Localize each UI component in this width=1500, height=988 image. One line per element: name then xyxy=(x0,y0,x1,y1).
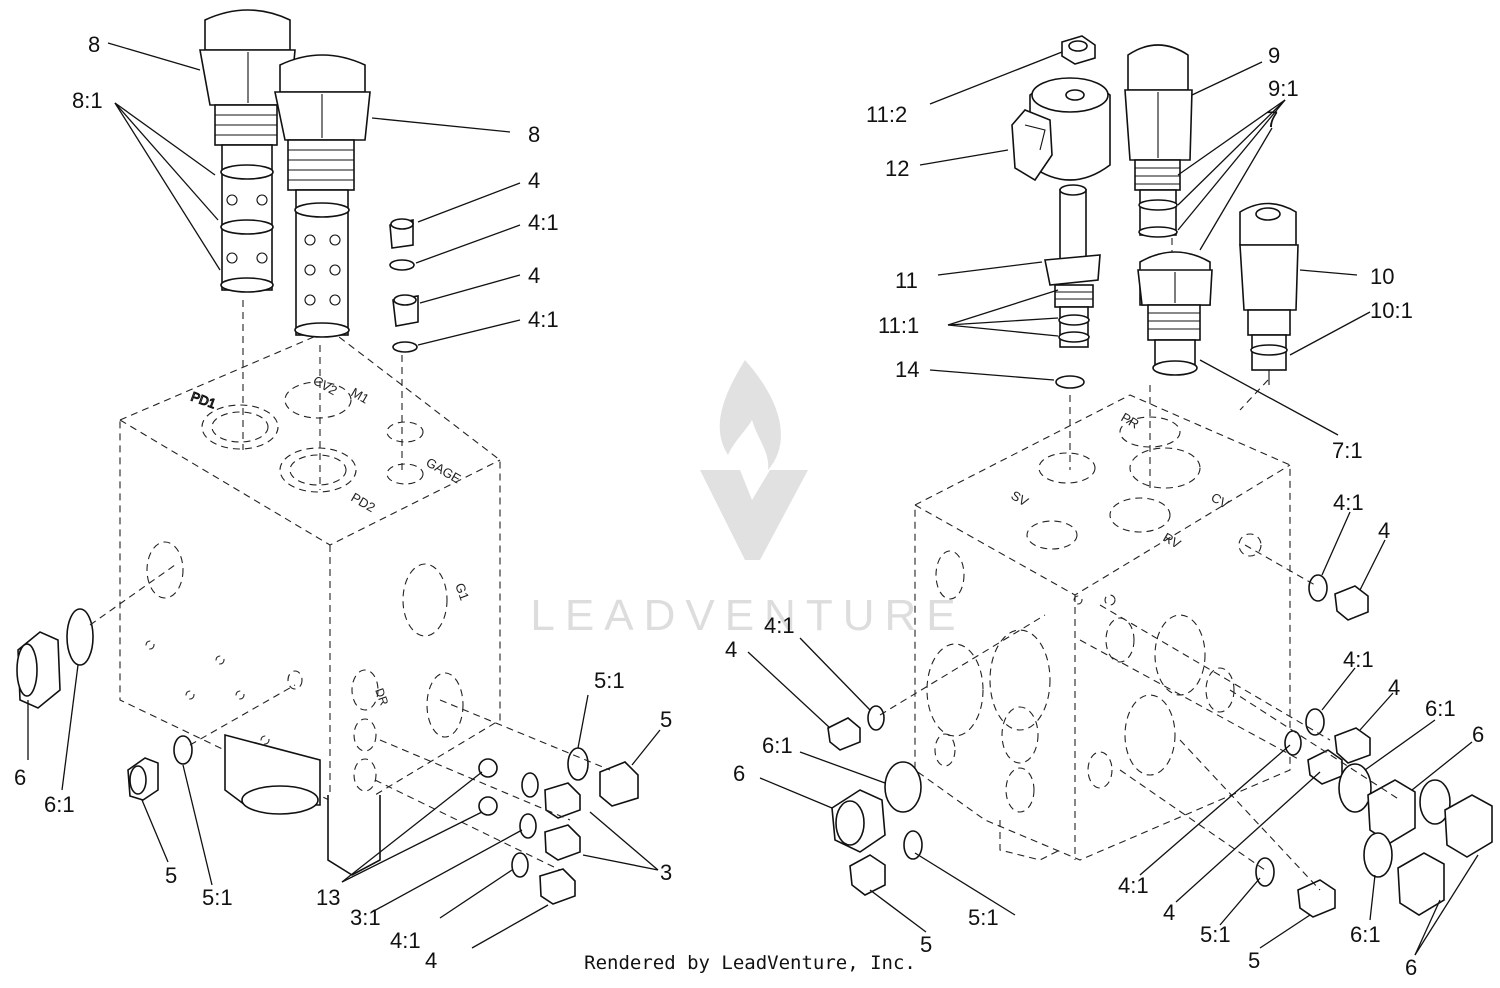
callout-4-r-d: 4 xyxy=(1163,900,1175,925)
callout-8-b: 8 xyxy=(528,122,540,147)
right-callout-labels: 11:2 12 11 11:1 14 9 9:1 7 10 10:1 7:1 4… xyxy=(725,43,1484,980)
callout-5-r-a: 5 xyxy=(920,932,932,957)
callout-5-1-r-b: 5:1 xyxy=(1200,922,1231,947)
port-mark-gage: GAGE xyxy=(424,455,464,487)
port-mark-m1: M1 xyxy=(349,385,372,407)
callout-12: 12 xyxy=(885,156,909,181)
callout-4-r-c: 4 xyxy=(1388,675,1400,700)
callout-4-b: 4 xyxy=(528,263,540,288)
left-callout-labels: 8 8:1 8 4 4:1 4 4:1 6 6:1 5 5:1 5:1 5 13… xyxy=(14,32,672,973)
callout-14: 14 xyxy=(895,357,919,382)
callout-5-r-b: 5 xyxy=(1248,948,1260,973)
plug-6-left xyxy=(16,564,176,709)
callout-5-b: 5 xyxy=(660,707,672,732)
callout-4-1-r-a: 4:1 xyxy=(1333,490,1364,515)
callout-4-r-a: 4 xyxy=(1378,518,1390,543)
plug-group-lower-right-left xyxy=(374,699,639,905)
footer-credit: Rendered by LeadVenture, Inc. xyxy=(0,952,1500,974)
callout-6-1: 6:1 xyxy=(44,792,75,817)
callout-5-1-r-a: 5:1 xyxy=(968,905,999,930)
callout-10: 10 xyxy=(1370,264,1394,289)
port-mark-pd1: PD1 xyxy=(189,389,218,412)
right-leader-lines xyxy=(747,51,1479,956)
port-mark-pr: PR xyxy=(1119,410,1142,432)
footer-text: Rendered by LeadVenture, Inc. xyxy=(584,952,916,974)
callout-8-1: 8:1 xyxy=(72,88,103,113)
callout-9-1: 9:1 xyxy=(1268,76,1299,101)
callout-3-1: 3:1 xyxy=(350,905,381,930)
callout-8-a: 8 xyxy=(88,32,100,57)
cartridge-valve-7 xyxy=(1137,251,1213,376)
left-leader-lines xyxy=(27,42,661,949)
solenoid-coil-12 xyxy=(1011,35,1111,182)
callout-4-1-r-c: 4:1 xyxy=(1343,647,1374,672)
cartridge-valve-10 xyxy=(1239,202,1299,385)
port-mark-dr: DR xyxy=(372,686,391,707)
right-side-plugs xyxy=(827,544,1493,918)
plug-5-bottom-left xyxy=(127,684,296,801)
callout-4-1-c: 4:1 xyxy=(390,928,421,953)
port-mark-cv2: CV2 xyxy=(311,373,340,399)
left-valve-manifold: PD1 CV2 M1 PD2 GAGE G1 DR xyxy=(119,300,501,876)
callout-4-1-r-d: 4:1 xyxy=(1118,873,1149,898)
port-mark-pd2: PD2 xyxy=(349,490,378,516)
port-mark-rv: RV xyxy=(1161,530,1184,552)
callout-4-a: 4 xyxy=(528,168,540,193)
callout-7: 7 xyxy=(1266,107,1278,132)
cartridge-valve-9 xyxy=(1124,44,1193,238)
port-mark-g1: G1 xyxy=(452,581,472,602)
right-valve-manifold: PR SV CV RV xyxy=(914,130,1291,861)
callout-4-r-b: 4 xyxy=(725,637,737,662)
callout-11: 11 xyxy=(895,268,918,293)
callout-4-1-a: 4:1 xyxy=(528,210,559,235)
solenoid-stem-11 xyxy=(1044,184,1101,389)
callout-7-1: 7:1 xyxy=(1332,438,1363,463)
callout-6: 6 xyxy=(14,765,26,790)
leadventure-watermark-logo: LEADVENTURE xyxy=(530,360,965,640)
callout-6-r-a: 6 xyxy=(733,761,745,786)
callout-6-r-c: 6 xyxy=(1405,955,1417,980)
callout-5-1-a: 5:1 xyxy=(202,885,233,910)
callout-6-1-r-a: 6:1 xyxy=(762,733,793,758)
plug-4-top-left xyxy=(389,218,419,353)
callout-6-r-b: 6 xyxy=(1472,722,1484,747)
cartridge-valve-8-front xyxy=(274,54,371,338)
callout-3: 3 xyxy=(660,860,672,885)
watermark-text: LEADVENTURE xyxy=(530,591,965,640)
callout-11-2: 11:2 xyxy=(866,102,907,127)
callout-6-1-r-b: 6:1 xyxy=(1425,696,1456,721)
cartridge-valve-8-rear xyxy=(199,9,296,293)
callout-9: 9 xyxy=(1268,43,1280,68)
callout-10-1: 10:1 xyxy=(1370,298,1413,323)
port-mark-sv: SV xyxy=(1009,488,1032,510)
port-mark-cv: CV xyxy=(1209,490,1232,512)
callout-11-1: 11:1 xyxy=(878,313,919,338)
callout-5-1-b: 5:1 xyxy=(594,668,625,693)
callout-4-c: 4 xyxy=(425,948,437,973)
callout-6-1-r-c: 6:1 xyxy=(1350,922,1381,947)
callout-4-1-b: 4:1 xyxy=(528,307,559,332)
callout-5-a: 5 xyxy=(165,863,177,888)
callout-13: 13 xyxy=(316,885,340,910)
callout-4-1-r-b: 4:1 xyxy=(764,613,795,638)
